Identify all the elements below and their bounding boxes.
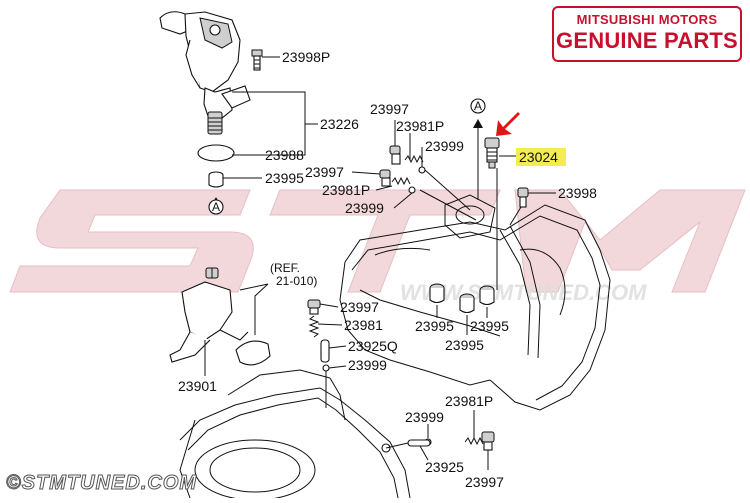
- pin-23925: [407, 439, 431, 447]
- label-ref-line2: 21-010): [276, 274, 317, 288]
- watermark-letter-m: [514, 189, 746, 293]
- label-ref-a-left: A: [212, 200, 220, 214]
- spring-23981p-upper: [404, 154, 424, 164]
- badge-brand: MITSUBISHI MOTORS: [576, 12, 718, 27]
- label-23901: 23901: [178, 378, 217, 394]
- plug-23997-bottom: [481, 431, 495, 451]
- label-23981: 23981: [344, 317, 383, 333]
- label-ref-a-center: A: [474, 99, 482, 113]
- ball-23999-upper: [418, 166, 426, 174]
- label-23981p-bottom: 23981P: [445, 393, 493, 409]
- plug-23997-lower: [307, 299, 321, 315]
- label-23925: 23925: [425, 459, 464, 475]
- label-23998: 23998: [558, 185, 597, 201]
- label-23024: 23024: [519, 149, 558, 165]
- label-23925q: 23925Q: [348, 338, 398, 354]
- ball-23999-mid: [408, 186, 416, 194]
- transmission-case: [179, 194, 611, 501]
- o-ring-23988: [197, 144, 235, 162]
- label-ref-line1: (REF.: [270, 261, 300, 275]
- bolt-23998p: [251, 49, 263, 71]
- badge-tagline: GENUINE PARTS: [556, 28, 738, 53]
- plug-23995-b: [459, 293, 475, 314]
- label-23981p-mid: 23981P: [322, 182, 370, 198]
- genuine-parts-badge: MITSUBISHI MOTORS GENUINE PARTS: [552, 6, 742, 62]
- highlight-arrow-icon: [496, 112, 520, 136]
- label-23997-lower: 23997: [340, 299, 379, 315]
- shift-lever-assembly-23226: [159, 11, 251, 135]
- spring-23981-lower: [308, 315, 320, 338]
- label-23999-mid: 23999: [345, 200, 384, 216]
- watermark-letter-s: [9, 189, 254, 293]
- label-23997-mid: 23997: [305, 164, 344, 180]
- label-23226: 23226: [320, 116, 359, 132]
- plug-23995-top: [208, 171, 224, 188]
- label-23997-bottom: 23997: [465, 474, 504, 490]
- ref-a-left-marker: [208, 197, 224, 215]
- label-23999-upper: 23999: [425, 138, 464, 154]
- spring-23981p-bottom: [464, 436, 484, 446]
- plug-23997-mid: [379, 169, 391, 187]
- plug-23995-c: [479, 285, 495, 306]
- spring-23981p-mid: [391, 176, 411, 186]
- footer-copyright: ©STMTUNED.COM: [5, 472, 198, 495]
- ref-a-center-marker: [470, 98, 486, 200]
- bracket-23901: [169, 267, 271, 366]
- label-23995-b: 23995: [445, 337, 484, 353]
- plug-23995-a: [429, 283, 445, 304]
- label-23999-bottom: 23999: [405, 409, 444, 425]
- label-23998p: 23998P: [282, 49, 330, 65]
- leader-lines: [204, 56, 556, 470]
- pin-23925q: [320, 339, 330, 363]
- label-23995-top: 23995: [265, 170, 304, 186]
- label-23995-c: 23995: [470, 318, 509, 334]
- label-23988: 23988: [265, 147, 304, 163]
- label-23997-upper: 23997: [370, 101, 409, 117]
- label-23995-a: 23995: [415, 318, 454, 334]
- plug-23997-upper: [389, 145, 401, 165]
- highlight-box-23024: [516, 148, 566, 166]
- ball-23999-lower: [322, 364, 330, 372]
- sensor-23024: [484, 137, 500, 169]
- label-23981p-upper: 23981P: [396, 118, 444, 134]
- bolt-23998: [517, 187, 529, 208]
- label-23999-lower: 23999: [348, 357, 387, 373]
